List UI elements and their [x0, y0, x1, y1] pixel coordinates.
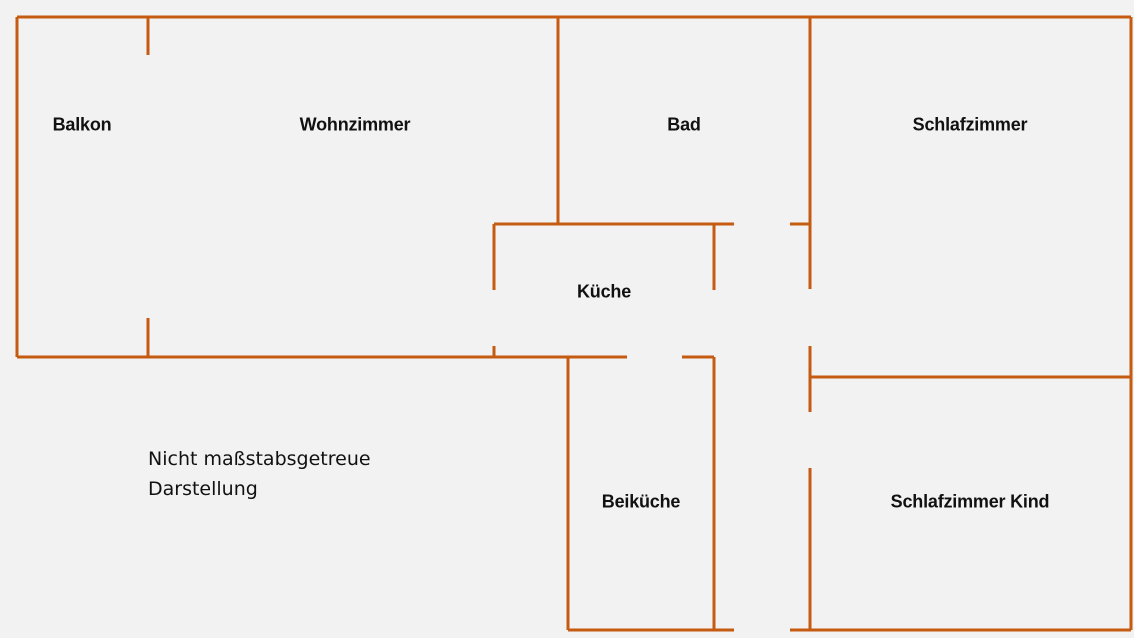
room-label-beikueche: Beiküche — [601, 491, 681, 512]
scale-note-line-2: Darstellung — [148, 478, 258, 500]
room-label-balkon: Balkon — [52, 114, 112, 135]
room-label-bad: Bad — [667, 114, 701, 135]
room-label-kueche: Küche — [576, 281, 632, 302]
scale-note-line-1: Nicht maßstabsgetreue — [148, 448, 371, 470]
room-label-schlafzimmer-kind: Schlafzimmer Kind — [890, 491, 1050, 512]
room-label-wohnzimmer: Wohnzimmer — [299, 114, 411, 135]
scale-note: Nicht maßstabsgetreue Darstellung — [148, 444, 371, 504]
room-label-schlafzimmer: Schlafzimmer — [912, 114, 1028, 135]
